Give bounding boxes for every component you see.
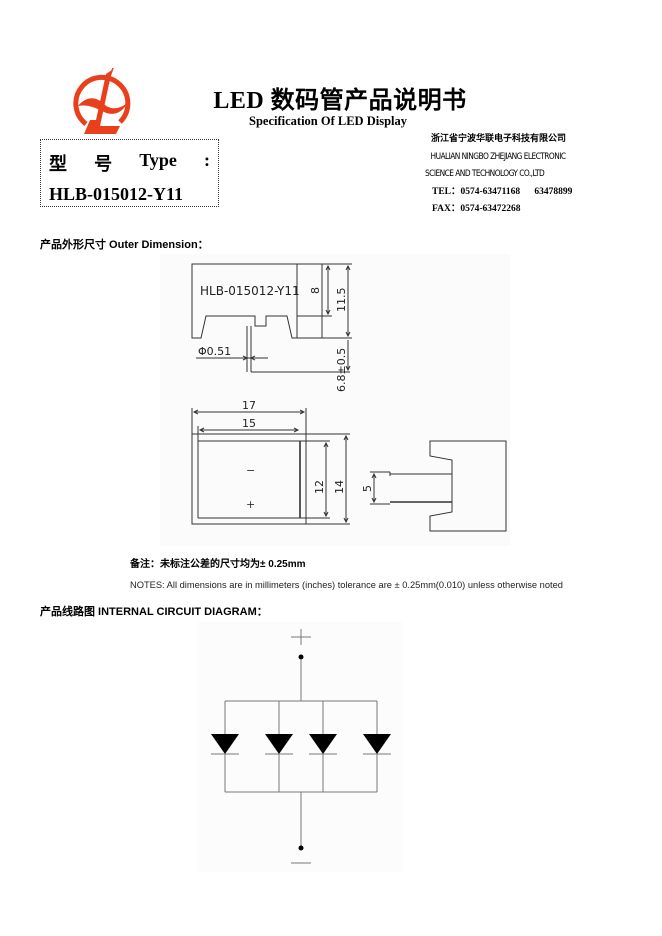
document-title: LED 数码管产品说明书 (213, 88, 467, 114)
dim-height-front-outer: 14 (333, 480, 346, 494)
dim-part-label: HLB-015012-Y11 (200, 284, 300, 298)
company-name-en-line1: HUALIAN NINGBO ZHEJIANG ELECTRONIC (430, 151, 567, 162)
internal-circuit-diagram (198, 622, 402, 872)
dim-pin-length: 6.8±0.5 (335, 348, 348, 392)
mark-minus: − (246, 464, 255, 477)
dim-pin-pitch: 5 (361, 485, 374, 492)
dim-height-total: 11.5 (335, 288, 348, 313)
led-diode-icon (309, 701, 337, 792)
document-subtitle: Specification Of LED Display (249, 114, 407, 128)
type-label-en: Type (139, 150, 177, 170)
outer-dimension-heading: 产品外形尺寸 Outer Dimension： (40, 239, 209, 251)
dim-width-outer: 17 (242, 399, 256, 412)
company-fax: FAX：0574-63472268 (432, 204, 521, 214)
company-name-en-line2: SCIENCE AND TECHNOLOGY CO.,LTD (425, 169, 545, 179)
type-label-row: 型 号 Type : (49, 150, 210, 176)
company-logo-icon (73, 67, 131, 134)
company-info: 浙江省宁波华联电子科技有限公司 HUALIAN NINGBO ZHEJIANG … (425, 131, 578, 219)
company-tel: TEL：0574-63471168 63478899 (432, 186, 573, 197)
positive-terminal-icon (291, 629, 311, 645)
dim-height-front-inner: 12 (313, 480, 326, 494)
circuit-heading: 产品线路图 INTERNAL CIRCUIT DIAGRAM： (40, 606, 268, 618)
type-label-colon: : (204, 150, 210, 170)
led-diode-icon (363, 701, 391, 792)
model-number: HLB-015012-Y11 (49, 184, 184, 204)
tolerance-note-en: NOTES: All dimensions are in millimeters… (130, 580, 563, 590)
company-logo (70, 67, 134, 138)
mark-plus: + (246, 498, 255, 511)
tolerance-note-cn: 备注：未标注公差的尺寸均为± 0.25mm (130, 559, 306, 570)
led-diode-icon (265, 701, 293, 792)
type-label-cn-1: 型 (49, 154, 67, 174)
dim-height-inner: 8 (309, 287, 322, 294)
model-type-box: 型 号 Type : HLB-015012-Y11 (40, 139, 219, 207)
dim-width-inner: 15 (242, 417, 256, 430)
company-name-cn: 浙江省宁波华联电子科技有限公司 (431, 134, 567, 144)
outer-dimension-drawing: HLB-015012-Y11 8 11.5 6.8±0.5 Φ0.51 17 1… (160, 254, 510, 546)
led-diode-icon (211, 701, 239, 792)
type-label-cn-2: 号 (94, 154, 113, 174)
dim-pin-diameter: Φ0.51 (198, 345, 231, 358)
